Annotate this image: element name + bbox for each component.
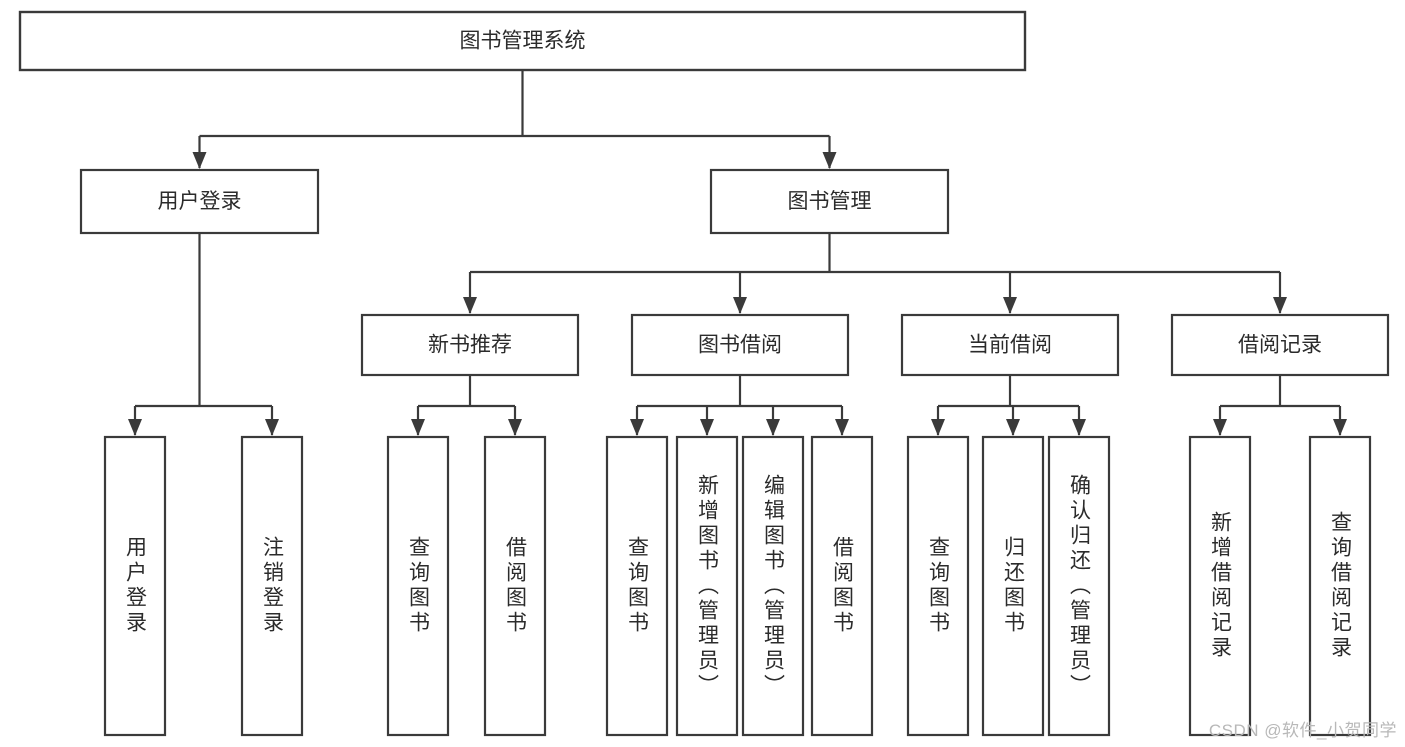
node-label-level3-1: 图书借阅 (698, 334, 782, 357)
node-box-leaf-10[interactable] (1047, 435, 1111, 737)
node-box-leaf-5[interactable] (675, 435, 739, 737)
arrow-head-icon (835, 419, 849, 436)
node-box-level3-0[interactable] (360, 313, 580, 377)
node-box-layer (18, 10, 1390, 737)
arrow-head-icon (700, 419, 714, 436)
arrow-head-icon (411, 419, 425, 436)
connector-layer (128, 70, 1347, 436)
node-box-level3-2[interactable] (900, 313, 1120, 377)
node-box-level2-1[interactable] (709, 168, 950, 235)
arrow-head-icon (128, 419, 142, 436)
node-box-leaf-8[interactable] (906, 435, 970, 737)
node-box-leaf-9[interactable] (981, 435, 1045, 737)
arrow-head-icon (265, 419, 279, 436)
arrow-head-icon (192, 152, 207, 169)
node-box-leaf-11[interactable] (1188, 435, 1252, 737)
node-box-level3-3[interactable] (1170, 313, 1390, 377)
arrow-head-icon (822, 152, 837, 169)
arrow-head-icon (508, 419, 522, 436)
node-box-level2-0[interactable] (79, 168, 320, 235)
node-label-level3-3: 借阅记录 (1238, 334, 1322, 357)
node-box-leaf-3[interactable] (483, 435, 547, 737)
arrow-head-icon (1333, 419, 1347, 436)
arrow-head-icon (1072, 419, 1086, 436)
arrow-head-icon (1006, 419, 1020, 436)
node-label-level3-2: 当前借阅 (968, 334, 1052, 357)
node-box-root[interactable] (18, 10, 1027, 72)
node-box-leaf-6[interactable] (741, 435, 805, 737)
node-label-level2-1: 图书管理 (788, 190, 872, 213)
node-label-level2-0: 用户登录 (158, 190, 242, 213)
node-box-leaf-7[interactable] (810, 435, 874, 737)
node-box-leaf-2[interactable] (386, 435, 450, 737)
arrow-head-icon (766, 419, 780, 436)
node-label-root: 图书管理系统 (460, 30, 586, 53)
arrow-head-icon (630, 419, 644, 436)
arrow-head-icon (733, 297, 747, 314)
watermark: CSDN @软件_小贺同学 (1208, 721, 1397, 740)
arrow-head-icon (1273, 297, 1287, 314)
node-box-level3-1[interactable] (630, 313, 850, 377)
arrow-head-icon (463, 297, 477, 314)
node-box-leaf-4[interactable] (605, 435, 669, 737)
node-box-leaf-0[interactable] (103, 435, 167, 737)
arrow-head-icon (1213, 419, 1227, 436)
node-label-level3-0: 新书推荐 (428, 334, 512, 357)
node-box-leaf-1[interactable] (240, 435, 304, 737)
arrow-head-icon (931, 419, 945, 436)
arrow-head-icon (1003, 297, 1017, 314)
node-box-leaf-12[interactable] (1308, 435, 1372, 737)
